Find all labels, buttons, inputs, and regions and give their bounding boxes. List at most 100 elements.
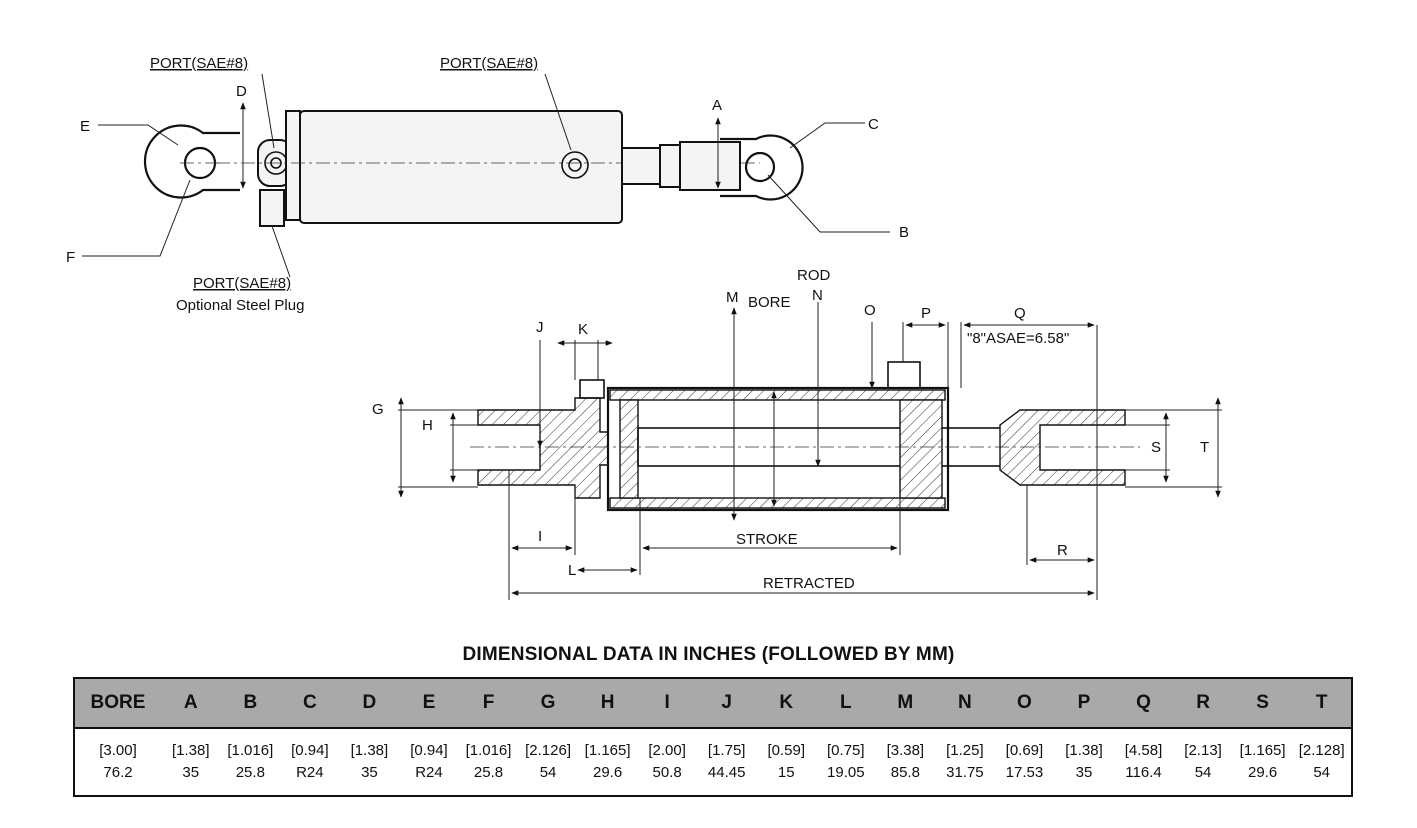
value-mm: 54 (1313, 764, 1331, 781)
label-stroke: STROKE (736, 531, 798, 548)
value-mm: 54 (1194, 764, 1212, 781)
value-mm: 54 (539, 764, 557, 781)
label-q: Q (1014, 305, 1026, 322)
column-header: N (935, 678, 995, 729)
table-cell: [1.165]29.6 (578, 728, 638, 796)
table-cell: [1.75] 44.45 (697, 728, 757, 796)
left-eye (143, 124, 240, 199)
value-mm: 25.8 (473, 764, 504, 781)
value-mm: 35 (182, 764, 200, 781)
value-inches: [2.128] (1298, 742, 1345, 759)
value-inches: [0.59] (767, 742, 805, 759)
value-mm: 44.45 (707, 764, 746, 781)
label-rod: ROD (797, 267, 831, 284)
table-cell: [1.016] 25.8 (221, 728, 281, 796)
label-c: C (868, 116, 879, 133)
column-header: I (637, 678, 697, 729)
value-mm: 76.2 (103, 764, 133, 781)
table-cell: [0.94]R24 (280, 728, 340, 796)
column-header: D (339, 678, 400, 729)
label-p: P (921, 305, 931, 322)
value-inches: [1.016] (227, 742, 274, 759)
value-mm: 35 (1075, 764, 1093, 781)
label-g: G (372, 401, 384, 418)
table-cell: [2.13] 54 (1173, 728, 1233, 796)
port-label-bottom: PORT(SAE#8) (193, 275, 291, 292)
value-mm: 85.8 (890, 764, 920, 781)
label-k: K (578, 321, 588, 338)
value-inches: [1.016] (465, 742, 512, 759)
value-mm: 31.75 (946, 764, 984, 781)
label-n: N (812, 287, 823, 304)
column-header: K (756, 678, 817, 729)
q-note: "8"ASAE=6.58" (967, 330, 1069, 347)
value-mm: R24 (415, 764, 443, 781)
value-inches: [0.94] (410, 742, 448, 759)
label-a: A (712, 97, 722, 114)
column-header: G (518, 678, 578, 729)
table-cell: [1.016] 25.8 (459, 728, 519, 796)
column-header: O (994, 678, 1055, 729)
value-mm: 35 (361, 764, 378, 781)
value-inches: [1.38] (350, 742, 389, 759)
column-header: J (696, 678, 757, 729)
table-cell: [3.38] 85.8 (876, 728, 936, 796)
value-mm: 29.6 (1248, 764, 1278, 781)
label-j: J (536, 319, 544, 336)
value-inches: [3.38] (886, 742, 925, 759)
table-cell: [3.00] 76.2 (74, 728, 161, 796)
value-mm: 25.8 (235, 764, 265, 781)
column-header: L (816, 678, 876, 729)
value-inches: [1.25] (946, 742, 984, 759)
column-header: P (1054, 678, 1114, 729)
label-b: B (899, 224, 909, 241)
value-inches: [1.165] (584, 742, 631, 759)
table-cell: [2.00]50.8 (637, 728, 697, 796)
label-m: M (726, 289, 739, 306)
section-view: G H J K M BORE ROD N O P Q "8"ASAE=6.58"… (372, 267, 1222, 600)
label-o: O (864, 302, 876, 319)
value-inches: [1.75] (707, 742, 746, 759)
value-inches: [2.13] (1184, 742, 1222, 759)
port-label-center: PORT(SAE#8) (440, 55, 538, 72)
column-header: T (1292, 678, 1352, 729)
column-header: E (399, 678, 459, 729)
column-header: C (280, 678, 340, 729)
table-cell: [1.38]35 (1054, 728, 1114, 796)
value-inches: [2.126] (525, 742, 571, 759)
value-inches: [3.00] (99, 742, 137, 759)
table-cell: [0.75]19.05 (816, 728, 876, 796)
column-header: Q (1113, 678, 1174, 729)
value-inches: [4.58] (1124, 742, 1163, 759)
table-cell: [0.94] R24 (399, 728, 459, 796)
port-label-left: PORT(SAE#8) (150, 55, 248, 72)
column-header: B (220, 678, 281, 729)
column-header: M (875, 678, 936, 729)
label-i: I (538, 528, 542, 545)
value-mm: 17.53 (1005, 764, 1044, 781)
label-e: E (80, 118, 90, 135)
table-row: [3.00] 76.2 [1.38] 35 [1.016] 25.8 [0.94] R24 [1… (74, 728, 1352, 796)
right-eye (720, 134, 804, 201)
label-l: L (568, 562, 576, 579)
table-cell: [0.69] 17.53 (995, 728, 1055, 796)
plug-note: Optional Steel Plug (176, 297, 304, 314)
label-r: R (1057, 542, 1068, 559)
table-cell: [1.38] 35 (340, 728, 400, 796)
value-inches: [2.00] (648, 742, 686, 759)
value-mm: 15 (777, 764, 795, 781)
value-inches: [0.69] (1005, 742, 1044, 759)
label-f: F (66, 249, 75, 266)
label-t: T (1200, 439, 1209, 456)
table-cell: [0.59] 15 (756, 728, 816, 796)
table-cell: [1.38]35 (161, 728, 221, 796)
top-view: E F D A C B PORT(SAE#8) PORT(SAE#8) PORT… (66, 55, 909, 314)
table-title: DIMENSIONAL DATA IN INCHES (FOLLOWED BY … (462, 644, 955, 665)
column-header: S (1232, 678, 1293, 729)
table-cell: [1.165]29.6 (1233, 728, 1293, 796)
label-d: D (236, 83, 247, 100)
value-mm: 116.4 (1125, 764, 1162, 781)
table-cell: [4.58] 116.4 (1114, 728, 1174, 796)
cylinder-drawing: E F D A C B PORT(SAE#8) PORT(SAE#8) PORT… (66, 55, 1222, 600)
